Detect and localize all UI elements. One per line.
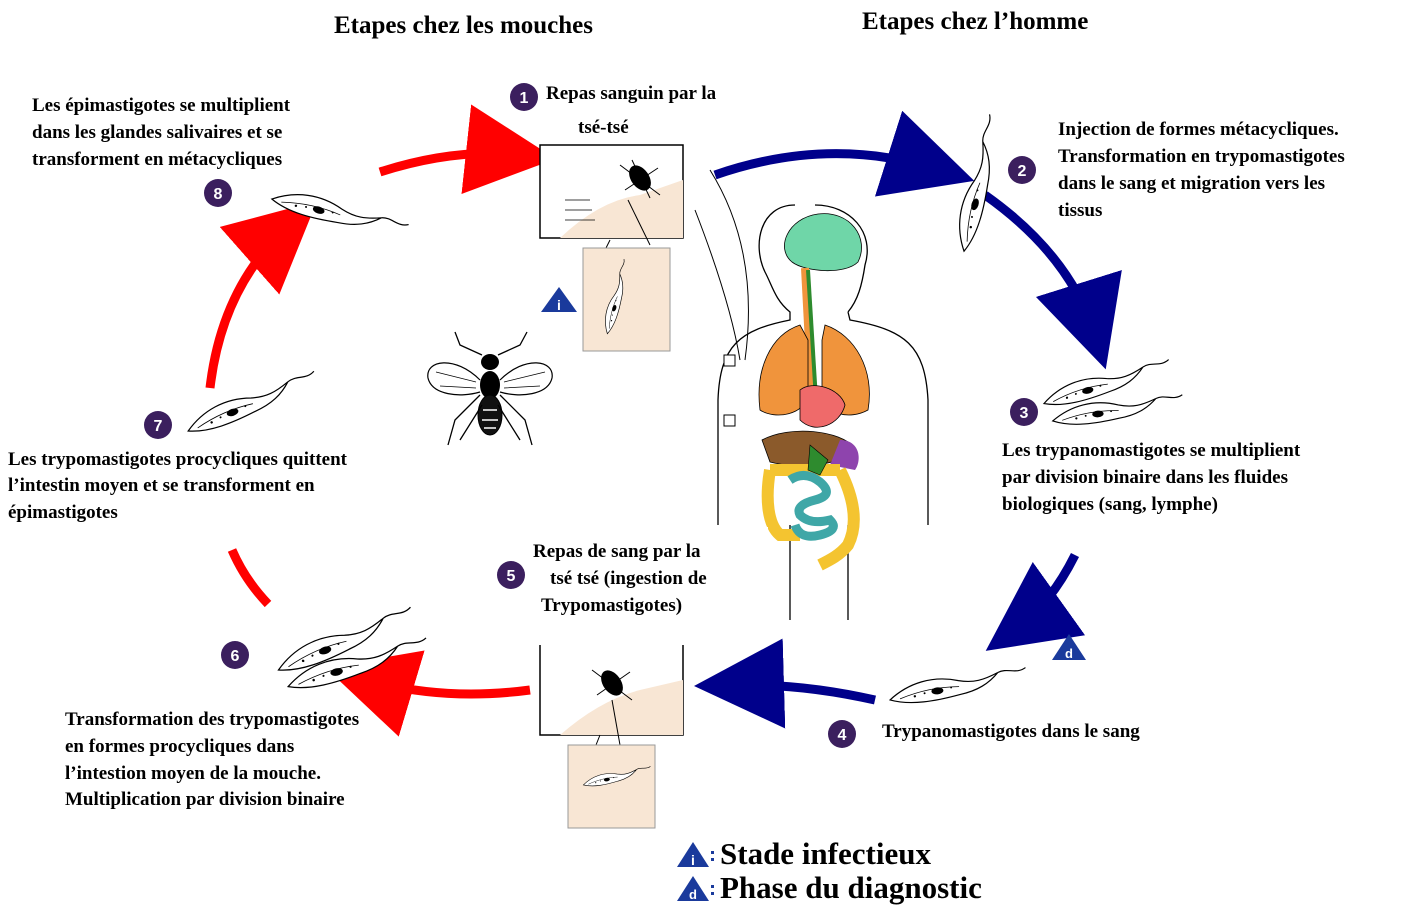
step-5-badge: 5 [497, 561, 525, 589]
diagnostic-stage-marker: d [1052, 634, 1086, 661]
legend-infectious-label: Stade infectieux [720, 836, 931, 872]
legend-infectious: i Stade infectieux [676, 836, 931, 872]
inset-box-bottom [568, 745, 655, 828]
svg-text:3: 3 [1020, 405, 1029, 422]
step-2-line-1: Injection de formes métacycliques. [1058, 116, 1339, 143]
step-8-line-3: transforment en métacycliques [32, 146, 282, 173]
step-2-line-4: tissus [1058, 197, 1102, 224]
step-8-line-1: Les épimastigotes se multiplient [32, 92, 290, 119]
svg-text:5: 5 [507, 568, 516, 585]
step-7-badge: 7 [144, 411, 172, 439]
arrow-5-to-6 [360, 678, 530, 694]
step-7-line-1: Les trypomastigotes procycliques quitten… [8, 446, 347, 473]
arrow-4-to-5 [730, 685, 875, 700]
step-3-line-1: Les trypanomastigotes se multiplient [1002, 437, 1300, 464]
step-5-line-2: tsé tsé (ingestion de [550, 565, 707, 592]
arrow-3-to-4 [1015, 555, 1075, 630]
inset-box-top [583, 248, 670, 351]
step-3-badge: 3 [1010, 398, 1038, 426]
step-2-badge: 2 [1008, 156, 1036, 184]
step-4-text: Trypanomastigotes dans le sang [882, 718, 1140, 745]
svg-text:i: i [557, 297, 561, 313]
step-5-line-3: Trypomastigotes) [541, 592, 682, 619]
step-6-badge: 6 [221, 641, 249, 669]
svg-text:7: 7 [154, 418, 163, 435]
svg-text:2: 2 [1018, 163, 1027, 180]
svg-text:d: d [1065, 646, 1073, 661]
step-1-line-2: tsé-tsé [578, 114, 629, 141]
parasite-stage-4 [888, 668, 1028, 706]
step-3-line-3: biologiques (sang, lymphe) [1002, 491, 1218, 518]
step-3-line-2: par division binaire dans les fluides [1002, 464, 1288, 491]
arrow-6-to-7 [232, 550, 268, 604]
parasite-stage-8 [270, 182, 409, 247]
arrow-7-to-8 [210, 225, 290, 388]
svg-text:i: i [691, 852, 695, 868]
step-6-line-4: Multiplication par division binaire [65, 786, 345, 813]
fly-bite-illustration-bottom [540, 642, 683, 745]
arrow-8-to-1 [380, 153, 520, 172]
legend-diagnostic-label: Phase du diagnostic [720, 870, 982, 906]
step-8-badge: 8 [204, 179, 232, 207]
step-1-badge: 1 [510, 83, 538, 111]
step-7-line-3: épimastigotes [8, 499, 118, 526]
step-2-line-2: Transformation en trypomastigotes [1058, 143, 1345, 170]
step-4-badge: 4 [828, 720, 856, 748]
parasite-stage-3 [1040, 358, 1186, 445]
step-5-line-1: Repas de sang par la [533, 538, 701, 565]
parasite-stage-7 [183, 371, 322, 436]
step-7-line-2: l’intestin moyen et se transforment en [8, 472, 315, 499]
step-6-line-1: Transformation des trypomastigotes [65, 706, 359, 733]
arrow-1-to-2 [715, 154, 940, 175]
diagnostic-legend-icon: d [676, 873, 716, 903]
svg-text:6: 6 [231, 648, 240, 665]
svg-text:8: 8 [214, 186, 223, 203]
infectious-stage-marker: i [541, 287, 577, 313]
tsetse-fly-illustration [428, 332, 552, 445]
infectious-legend-icon: i [676, 839, 716, 869]
svg-text:4: 4 [838, 727, 847, 744]
step-1-line-1: Repas sanguin par la [546, 80, 716, 107]
header-human-stages: Etapes chez l’homme [862, 8, 1088, 36]
svg-text:1: 1 [520, 90, 529, 107]
header-fly-stages: Etapes chez les mouches [334, 12, 593, 40]
step-2-line-3: dans le sang et migration vers les [1058, 170, 1325, 197]
parasite-stage-2 [947, 114, 1012, 253]
step-6-line-3: l’intestion moyen de la mouche. [65, 760, 321, 787]
svg-text:d: d [689, 887, 697, 902]
step-8-line-2: dans les glandes salivaires et se [32, 119, 282, 146]
legend-diagnostic: d Phase du diagnostic [676, 870, 982, 906]
step-6-line-2: en formes procycliques dans [65, 733, 294, 760]
